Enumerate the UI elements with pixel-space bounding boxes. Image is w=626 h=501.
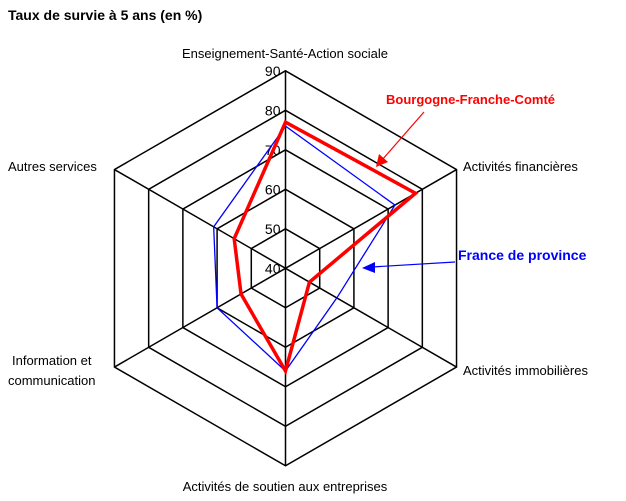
tick-label-50: 50 — [265, 221, 281, 237]
data-point-s1-2 — [336, 297, 338, 299]
tick-label-80: 80 — [265, 102, 281, 118]
legend-france-arrow — [371, 261, 456, 268]
data-point-s0-3 — [285, 370, 286, 372]
axis-label-immobilieres: Activités immobilières — [463, 363, 588, 378]
axis-label-financieres: Activités financières — [463, 159, 578, 174]
data-point-s1-5 — [213, 226, 215, 228]
axis-label-soutien: Activités de soutien aux entreprises — [183, 479, 388, 494]
data-point-s0-4 — [240, 293, 242, 295]
data-point-s1-1 — [394, 204, 396, 206]
legend-bfc-arrow — [381, 111, 425, 161]
data-point-s1-4 — [216, 307, 218, 309]
axis-spoke-2 — [285, 267, 457, 368]
series-lines — [213, 119, 419, 376]
series-line-1 — [213, 125, 396, 372]
data-point-s0-1 — [414, 192, 416, 194]
legend-bfc-arrowhead — [376, 154, 388, 167]
legend-france: France de province — [458, 247, 587, 263]
legend-france-arrowhead — [362, 262, 375, 273]
tick-label-40: 40 — [265, 260, 281, 276]
data-point-s0-0 — [285, 121, 286, 123]
axis-label-autres-services: Autres services — [8, 159, 97, 174]
grid — [113, 69, 458, 467]
legend: Bourgogne-Franche-Comté France de provin… — [362, 92, 587, 273]
axis-spoke-4 — [114, 267, 286, 368]
axis-labels: Enseignement-Santé-Action sociale Activi… — [8, 46, 588, 494]
data-point-s0-5 — [233, 238, 235, 240]
chart-title: Taux de survie à 5 ans (en %) — [8, 7, 202, 23]
axis-label-information-line2: communication — [8, 373, 95, 388]
axis-spoke-1 — [285, 168, 457, 269]
axis-spoke-5 — [114, 168, 286, 269]
tick-label-60: 60 — [265, 181, 281, 197]
axis-label-enseignement: Enseignement-Santé-Action sociale — [182, 46, 388, 61]
legend-bfc: Bourgogne-Franche-Comté — [386, 92, 555, 107]
axis-label-information-line1: Information et — [12, 353, 92, 368]
data-point-s0-2 — [308, 281, 310, 283]
tick-label-90: 90 — [265, 63, 281, 79]
